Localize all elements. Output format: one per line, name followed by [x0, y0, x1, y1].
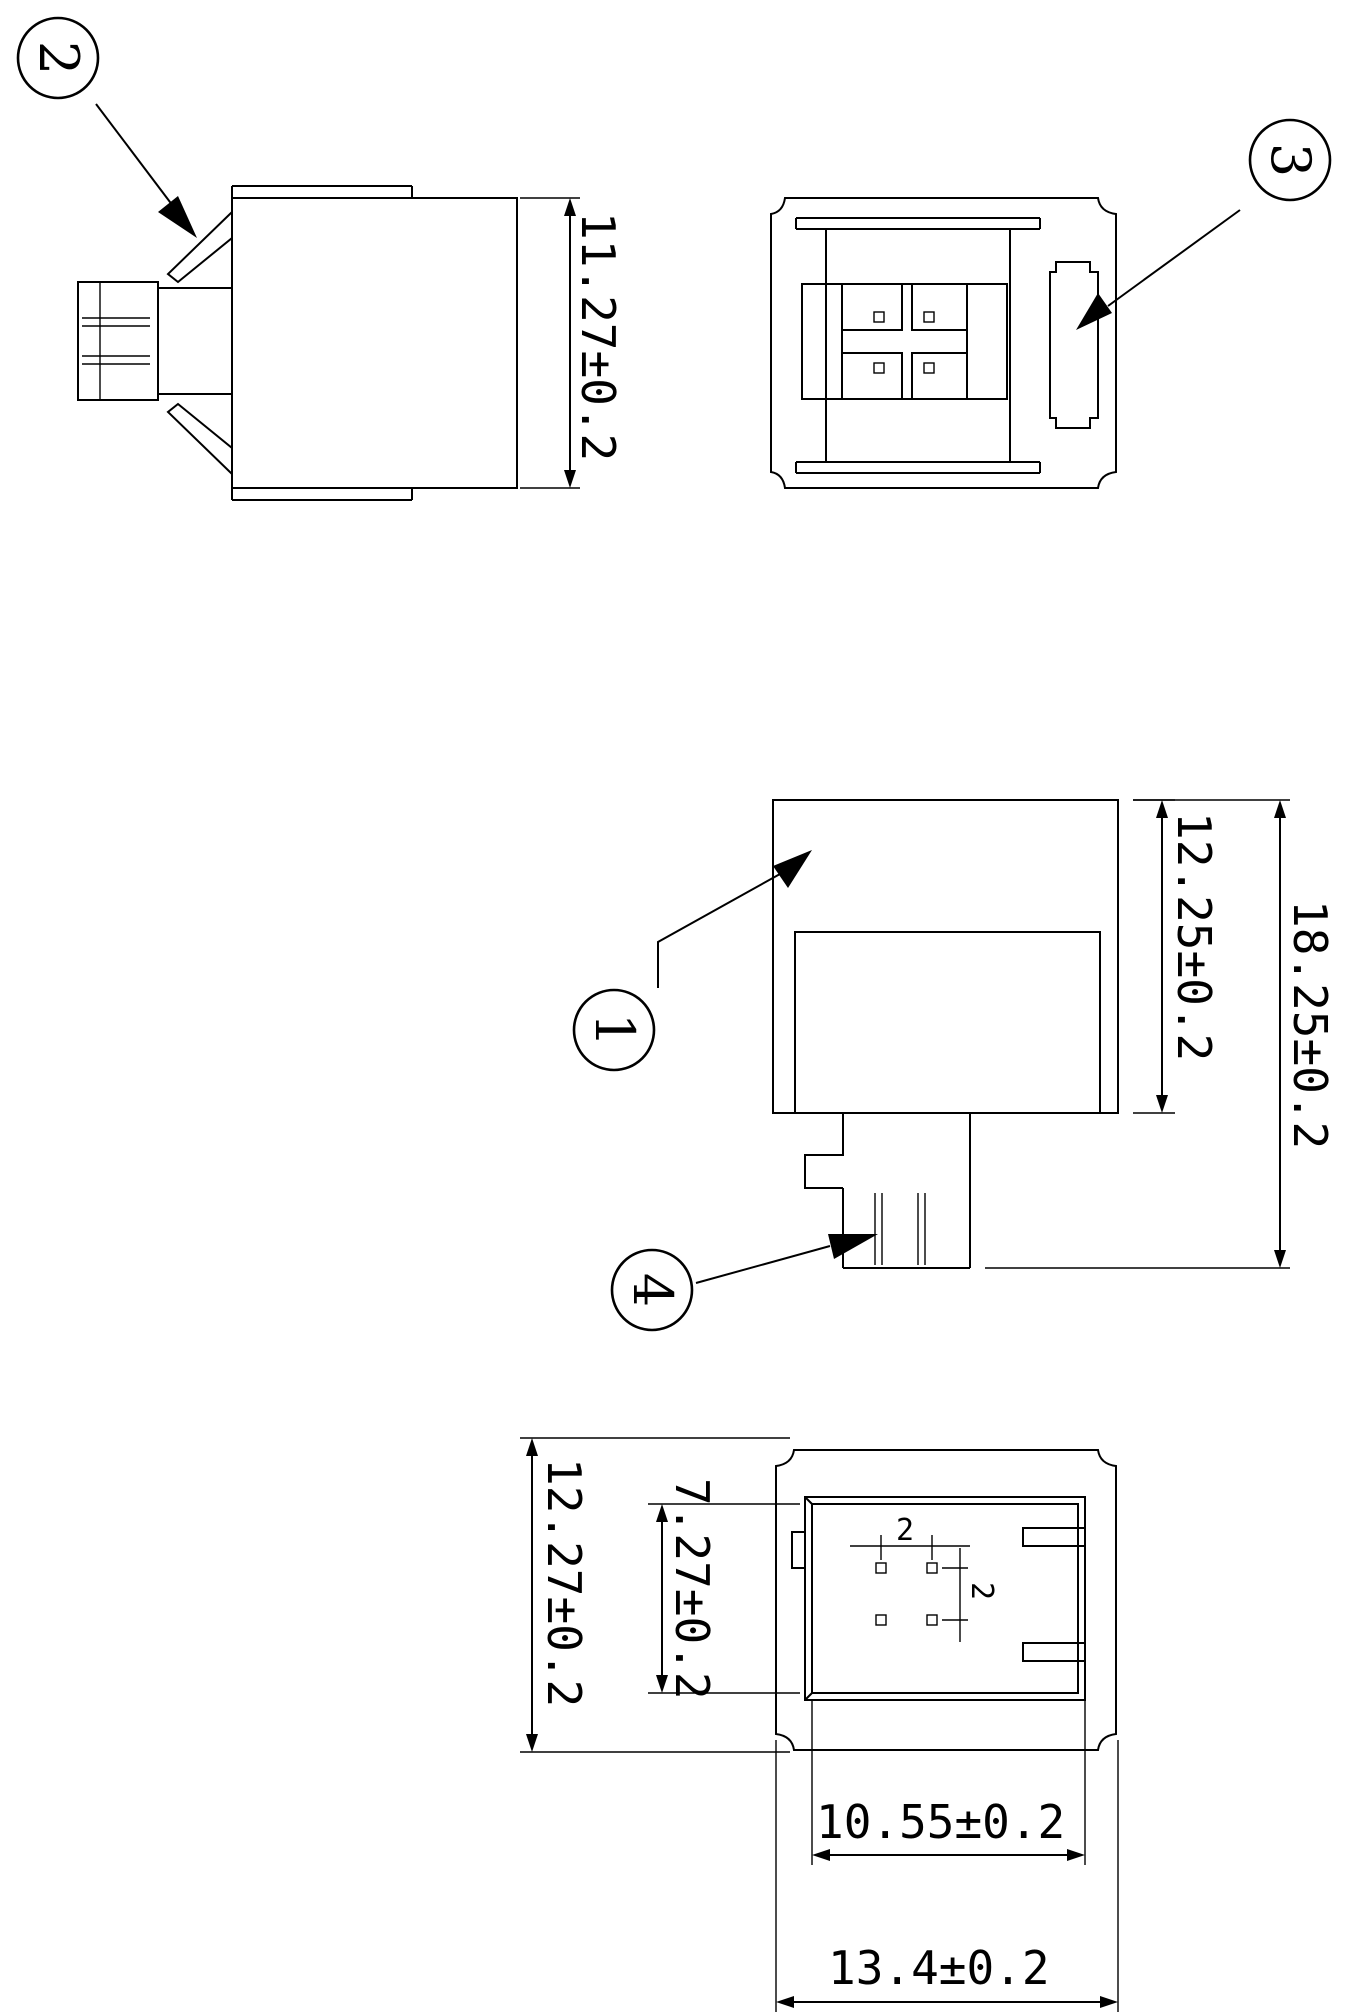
balloon-4-label: 4 — [621, 1273, 684, 1307]
dim-pin-pitch-v-label: 2 — [964, 1582, 999, 1600]
dim-opening-height: 7.27±0.2 — [648, 1478, 800, 1700]
dim-front-height: 12.27±0.2 — [520, 1437, 790, 1753]
dim-body-height-label: 12.25±0.2 — [1167, 812, 1221, 1061]
dim-pin-pitch-v: 2 — [942, 1548, 999, 1642]
dim-inner-width-label: 10.55±0.2 — [816, 1795, 1065, 1849]
dim-inner-width: 10.55±0.2 — [811, 1700, 1086, 1865]
dim-height-top-side-label: 11.27±0.2 — [571, 212, 625, 461]
dim-opening-height-label: 7.27±0.2 — [665, 1478, 719, 1700]
dim-pin-pitch-h-label: 2 — [896, 1513, 914, 1548]
side-view-middle — [772, 799, 1119, 1269]
balloon-3: 3 — [1076, 118, 1332, 330]
dim-overall-width: 13.4±0.2 — [775, 1740, 1119, 2012]
dim-overall-width-label: 13.4±0.2 — [828, 1941, 1050, 1995]
rear-view — [770, 197, 1117, 489]
dim-height-top-side: 11.27±0.2 — [520, 197, 625, 489]
dim-overall-height: 18.25±0.2 — [985, 799, 1337, 1269]
balloon-2-label: 2 — [27, 41, 90, 75]
dim-pin-pitch-h: 2 — [850, 1513, 970, 1560]
dim-overall-height-label: 18.25±0.2 — [1283, 900, 1337, 1149]
dim-front-height-label: 12.27±0.2 — [537, 1458, 591, 1707]
balloon-1: 1 — [572, 850, 812, 1072]
side-view-top — [77, 185, 518, 501]
balloon-4: 4 — [610, 1234, 878, 1332]
dim-body-height: 12.25±0.2 — [1133, 799, 1221, 1114]
front-view — [775, 1449, 1117, 1751]
balloon-1-label: 1 — [583, 1013, 646, 1047]
balloon-3-label: 3 — [1259, 143, 1322, 177]
balloon-2: 2 — [16, 16, 197, 238]
